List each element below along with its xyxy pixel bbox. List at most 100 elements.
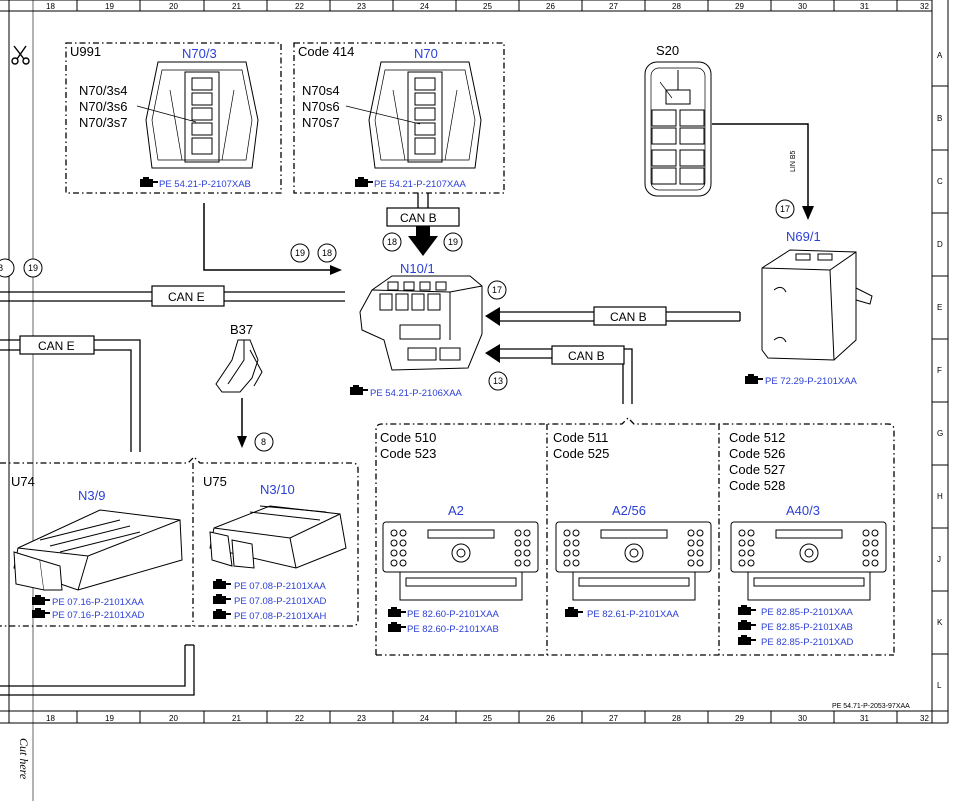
component-name: N3/10 xyxy=(260,482,295,497)
col-label: 22 xyxy=(295,2,304,11)
col-label: 18 xyxy=(46,714,55,723)
component-name: A40/3 xyxy=(786,503,820,518)
module-code414: Code 414 N70 N70s4 N70s6 N70s7 PE 54.21-… xyxy=(293,42,505,194)
code-label: U75 xyxy=(203,474,227,489)
module-s20: S20 LIN B5 17 xyxy=(644,43,814,220)
reference-link: PE 07.16-P-2101XAA xyxy=(52,597,145,608)
module-b37: B37 8 xyxy=(215,322,274,452)
svg-text:19: 19 xyxy=(295,248,305,258)
code-label: Code 510 xyxy=(380,430,436,445)
row-label: L xyxy=(937,681,942,690)
col-label: 26 xyxy=(546,2,555,11)
reference-link: PE 07.16-P-2101XAD xyxy=(52,610,145,621)
col-label: 24 xyxy=(420,2,429,11)
reference-link: PE 82.60-P-2101XAB xyxy=(407,624,499,635)
reference-link: PE 07.08-P-2101XAH xyxy=(234,611,327,622)
radio-unit-icon xyxy=(730,521,887,601)
switch-label: N70/3s6 xyxy=(79,99,127,114)
can-b-top-bus: CAN B 18 19 xyxy=(382,193,463,256)
module-n10: N10/1 PE 54.21-P-2106XAA xyxy=(350,261,483,399)
row-labels: A B C D E F G H J K L xyxy=(937,51,943,690)
reference-link: PE 07.08-P-2101XAD xyxy=(234,596,327,607)
code-label: U74 xyxy=(11,474,35,489)
row-label: B xyxy=(937,114,942,123)
component-name: A2/56 xyxy=(612,503,646,518)
component-name: B37 xyxy=(230,322,253,337)
control-unit-icon xyxy=(761,249,873,361)
column-labels-bottom: 18 19 20 21 22 23 24 25 26 27 28 29 30 3… xyxy=(46,714,929,723)
bus-label: CAN E xyxy=(168,290,205,304)
window-switch-panel-icon xyxy=(368,61,482,169)
cut-here-label: Cut here xyxy=(17,738,31,780)
col-label: 18 xyxy=(46,2,55,11)
engine-group xyxy=(0,456,359,696)
column-labels-top: 18 19 20 21 22 23 24 25 26 27 28 29 30 3… xyxy=(46,2,929,11)
switch-label: N70s7 xyxy=(302,115,340,130)
module-a403: Code 512 Code 526 Code 527 Code 528 A40/… xyxy=(729,430,887,648)
module-a256: Code 511 Code 525 A2/56 PE 82.61-P-2101X… xyxy=(553,430,712,620)
can-b-bus-right-1: CAN B 17 xyxy=(485,280,741,326)
col-label: 29 xyxy=(735,2,744,11)
col-label: 29 xyxy=(735,714,744,723)
reference-link: PE 54.21-P-2107XAA xyxy=(374,179,467,190)
col-label: 27 xyxy=(609,714,618,723)
component-name: A2 xyxy=(448,503,464,518)
col-label: 25 xyxy=(483,2,492,11)
reference-link: PE 82.85-P-2101XAD xyxy=(761,637,854,648)
code-label: Code 523 xyxy=(380,446,436,461)
row-label: G xyxy=(937,429,943,438)
col-label: 32 xyxy=(920,714,929,723)
scissors-icon xyxy=(11,45,30,65)
ref-number: 13 xyxy=(493,376,503,386)
row-label: J xyxy=(937,555,941,564)
reference-link: PE 72.29-P-2101XAA xyxy=(765,376,858,387)
row-label: H xyxy=(937,492,943,501)
reference-link: PE 82.85-P-2101XAB xyxy=(761,622,853,633)
svg-text:18: 18 xyxy=(322,248,332,258)
radio-unit-icon xyxy=(382,521,539,601)
module-u991: U991 N70/3 N70/3s4 N70/3s6 N70/3s7 PE 54… xyxy=(65,42,282,194)
col-label: 20 xyxy=(169,2,178,11)
col-label: 25 xyxy=(483,714,492,723)
code-label: Code 526 xyxy=(729,446,785,461)
col-label: 22 xyxy=(295,714,304,723)
bus-label: CAN E xyxy=(38,339,75,353)
code-label: Code 512 xyxy=(729,430,785,445)
bus-label: CAN B xyxy=(568,349,605,363)
ref-number: 19 xyxy=(28,263,38,273)
reference-link: PE 82.60-P-2101XAA xyxy=(407,609,500,620)
switch-panel-icon xyxy=(644,61,712,197)
radio-group xyxy=(375,417,895,656)
module-u75: U75 N3/10 PE 07.08-P-2101XAA PE 07.08-P-… xyxy=(203,474,347,622)
code-label: Code 528 xyxy=(729,478,785,493)
ref-number: 17 xyxy=(780,204,790,214)
window-switch-panel-icon xyxy=(145,61,259,169)
module-u74: U74 N3/9 PE 07.16-P-2101XAA PE 07.16-P-2… xyxy=(11,474,183,621)
component-name: N70 xyxy=(414,46,438,61)
module-a2: Code 510 Code 523 A2 PE 82.60-P-2101XAA … xyxy=(380,430,539,635)
col-label: 28 xyxy=(672,714,681,723)
sensor-icon xyxy=(215,339,263,393)
row-label: E xyxy=(937,303,942,312)
ref-number: 8 xyxy=(0,263,3,273)
code-label: Code 511 xyxy=(553,430,608,445)
col-label: 30 xyxy=(798,2,807,11)
col-label: 23 xyxy=(357,2,366,11)
switch-label: N70/3s4 xyxy=(79,83,127,98)
col-label: 21 xyxy=(232,714,241,723)
col-label: 20 xyxy=(169,714,178,723)
col-label: 19 xyxy=(105,2,114,11)
row-label: C xyxy=(937,177,943,186)
switch-label: N70/3s7 xyxy=(79,115,127,130)
component-name: N3/9 xyxy=(78,488,105,503)
module-n69: N69/1 PE 72.29-P-2101XAA xyxy=(745,229,873,387)
can-e-bus-2 xyxy=(0,335,141,452)
row-label: F xyxy=(937,366,942,375)
col-label: 31 xyxy=(860,714,869,723)
component-name: S20 xyxy=(656,43,679,58)
engine-control-unit-icon xyxy=(13,509,183,591)
col-label: 30 xyxy=(798,714,807,723)
bus-label: CAN B xyxy=(610,310,647,324)
